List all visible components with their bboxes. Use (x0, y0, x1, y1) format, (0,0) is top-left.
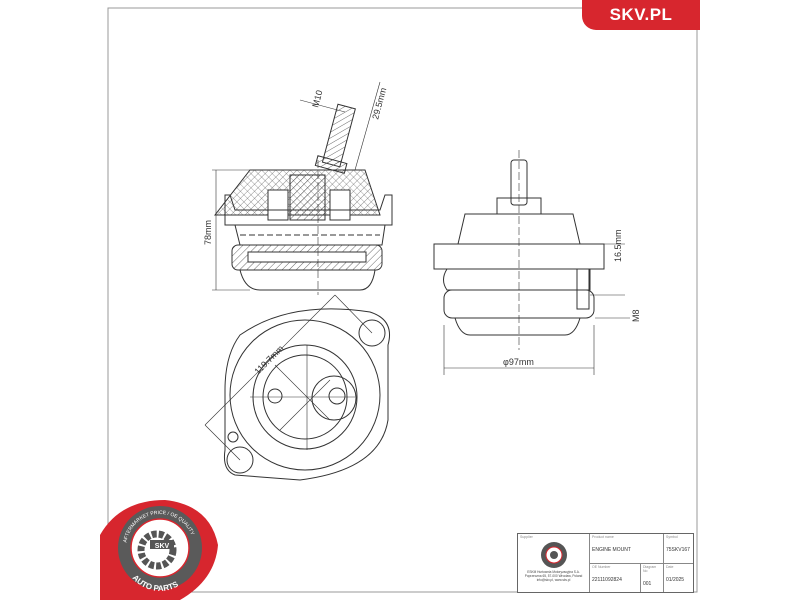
supplier-line: Poprzeczna 65, 57-000 Wrocław, Poland (524, 574, 583, 578)
supplier-logo-icon (540, 542, 567, 568)
dim-flange: 16.5mm (613, 229, 623, 262)
dim-hole-spacing: 119.7mm (252, 343, 285, 376)
stud (321, 103, 356, 168)
dim-height: 78mm (203, 220, 213, 245)
mount-hole (358, 319, 386, 347)
diagram-label: Diagram No (643, 565, 657, 573)
diagram-cell: Diagram No 001 (640, 563, 663, 592)
product-name-label: Product name (592, 535, 614, 539)
base-plate (224, 308, 390, 481)
date-label: Date (666, 565, 674, 569)
supplier-line: ESKM Hurtownia Motoryzacyjna S.A. (527, 570, 580, 574)
date-cell: Date 01/2025 (663, 563, 693, 592)
logo-center-text: SKV (155, 543, 170, 550)
dim-thread-top: M10 (310, 89, 324, 109)
oe-number: 22111092824 (592, 577, 622, 583)
supplier-line: info@skv.pl, www.skv.pl (536, 578, 571, 582)
date: 01/2025 (666, 577, 685, 583)
symbol-label: Symbol (666, 535, 678, 539)
dim-diameter: φ97mm (503, 357, 534, 367)
section-view (212, 81, 393, 295)
oe-label: OE Number (592, 565, 611, 569)
symbol: 75SKV167 (666, 547, 690, 553)
bottom-view (204, 294, 390, 481)
drawing-frame (107, 7, 698, 593)
diagram-no: 001 (643, 581, 652, 587)
dim-thread-side: M8 (631, 309, 641, 322)
brand-badge[interactable]: SKV.PL (582, 0, 700, 30)
title-block: Supplier ESKM Hurtownia Motoryzacyjna S.… (517, 533, 694, 593)
oe-cell: OE Number 22111092824 (589, 563, 640, 592)
skv-logo: SKV AFTERMARKET PRICE / OE QUALITY AUTO … (100, 500, 218, 600)
product-name: ENGINE MOUNT (592, 547, 631, 553)
supplier-label: Supplier (520, 535, 533, 539)
supplier-cell: Supplier ESKM Hurtownia Motoryzacyjna S.… (518, 534, 589, 592)
side-view (433, 150, 630, 375)
mount-hole (226, 446, 254, 474)
symbol-cell: Symbol 75SKV167 (663, 534, 693, 563)
dim-stud-length: 29.5mm (370, 87, 388, 121)
product-name-cell: Product name ENGINE MOUNT (589, 534, 663, 563)
